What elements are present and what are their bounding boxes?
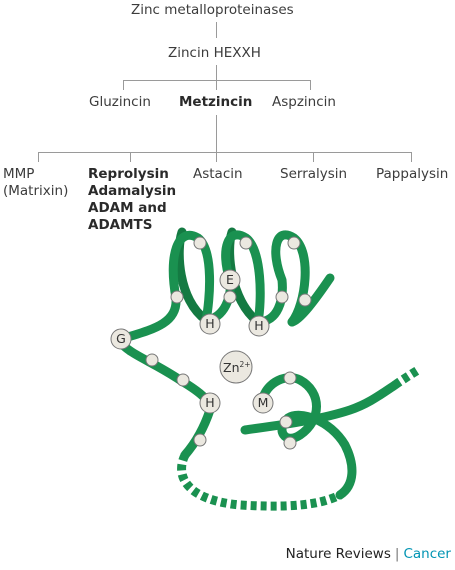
connector-gluzincin xyxy=(123,80,124,90)
residue-e-circle xyxy=(219,269,241,291)
bead xyxy=(287,236,301,250)
astacin-label: Astacin xyxy=(193,166,243,182)
met-turn-loop xyxy=(257,373,357,500)
bead xyxy=(283,371,297,385)
connector-astacin xyxy=(216,152,217,162)
connector-metzincin xyxy=(216,80,217,90)
g-loop-strand xyxy=(113,335,215,415)
residue-h2-label: H xyxy=(254,318,263,333)
residue-h2-circle xyxy=(248,315,270,337)
bead xyxy=(170,290,184,304)
publisher-credit: Nature Reviews|Cancer xyxy=(286,546,451,562)
residue-h1-circle xyxy=(199,313,221,335)
bead xyxy=(193,433,207,447)
bead xyxy=(298,293,312,307)
residue-h3-circle xyxy=(199,392,221,414)
connector-level2-horizontal xyxy=(123,80,311,81)
zinc-ion-circle xyxy=(219,350,253,384)
metzincin-label: Metzincin xyxy=(179,94,253,110)
lower-left-strand xyxy=(180,405,215,460)
connector-root xyxy=(216,22,217,38)
root-label: Zinc metalloproteinases xyxy=(131,2,294,18)
publisher-name: Nature Reviews xyxy=(285,546,391,562)
zinc-charge: 2+ xyxy=(240,360,251,369)
bead xyxy=(193,236,207,250)
connector-metzincin-down xyxy=(216,115,217,152)
bead xyxy=(176,373,190,387)
connector-reprolysin xyxy=(130,152,131,162)
c-terminal-strand xyxy=(240,380,400,435)
connector-serralysin xyxy=(313,152,314,162)
connector-level3-horizontal xyxy=(38,152,412,153)
bead xyxy=(279,415,293,429)
connector-mmp xyxy=(38,152,39,162)
residue-m-label: M xyxy=(258,395,269,410)
zinc-ion-label: Zn xyxy=(223,360,240,375)
bead xyxy=(223,290,237,304)
reprolysin-label: Reprolysin Adamalysin ADAM and ADAMTS xyxy=(88,166,177,233)
connector-aspzincin xyxy=(310,80,311,90)
svg-text:Zn2+: Zn2+ xyxy=(223,360,251,375)
bead xyxy=(145,353,159,367)
serralysin-label: Serralysin xyxy=(280,166,348,182)
residue-g-circle xyxy=(110,328,132,350)
disordered-segment-bottom xyxy=(177,452,343,511)
bead xyxy=(239,236,253,250)
helix-exit-strand xyxy=(287,273,335,327)
bead xyxy=(275,290,289,304)
helix-loop-3 xyxy=(253,230,310,327)
connector-pappalysin xyxy=(411,152,412,162)
bead xyxy=(283,436,297,450)
residue-e-label: E xyxy=(226,272,234,287)
residue-h3-label: H xyxy=(205,395,214,410)
residue-m-circle xyxy=(252,392,274,414)
residue-h1-label: H xyxy=(205,316,214,331)
mmp-label: MMP (Matrixin) xyxy=(3,166,69,199)
gluzincin-label: Gluzincin xyxy=(89,94,151,110)
aspzincin-label: Aspzincin xyxy=(272,94,336,110)
credit-separator: | xyxy=(394,546,400,562)
pappalysin-label: Pappalysin xyxy=(376,166,449,182)
disordered-segment-right xyxy=(392,366,421,389)
residue-g-label: G xyxy=(116,331,126,346)
zincin-label: Zincin HEXXH xyxy=(168,45,261,61)
connector-zincin xyxy=(216,65,217,80)
journal-name: Cancer xyxy=(403,546,451,562)
